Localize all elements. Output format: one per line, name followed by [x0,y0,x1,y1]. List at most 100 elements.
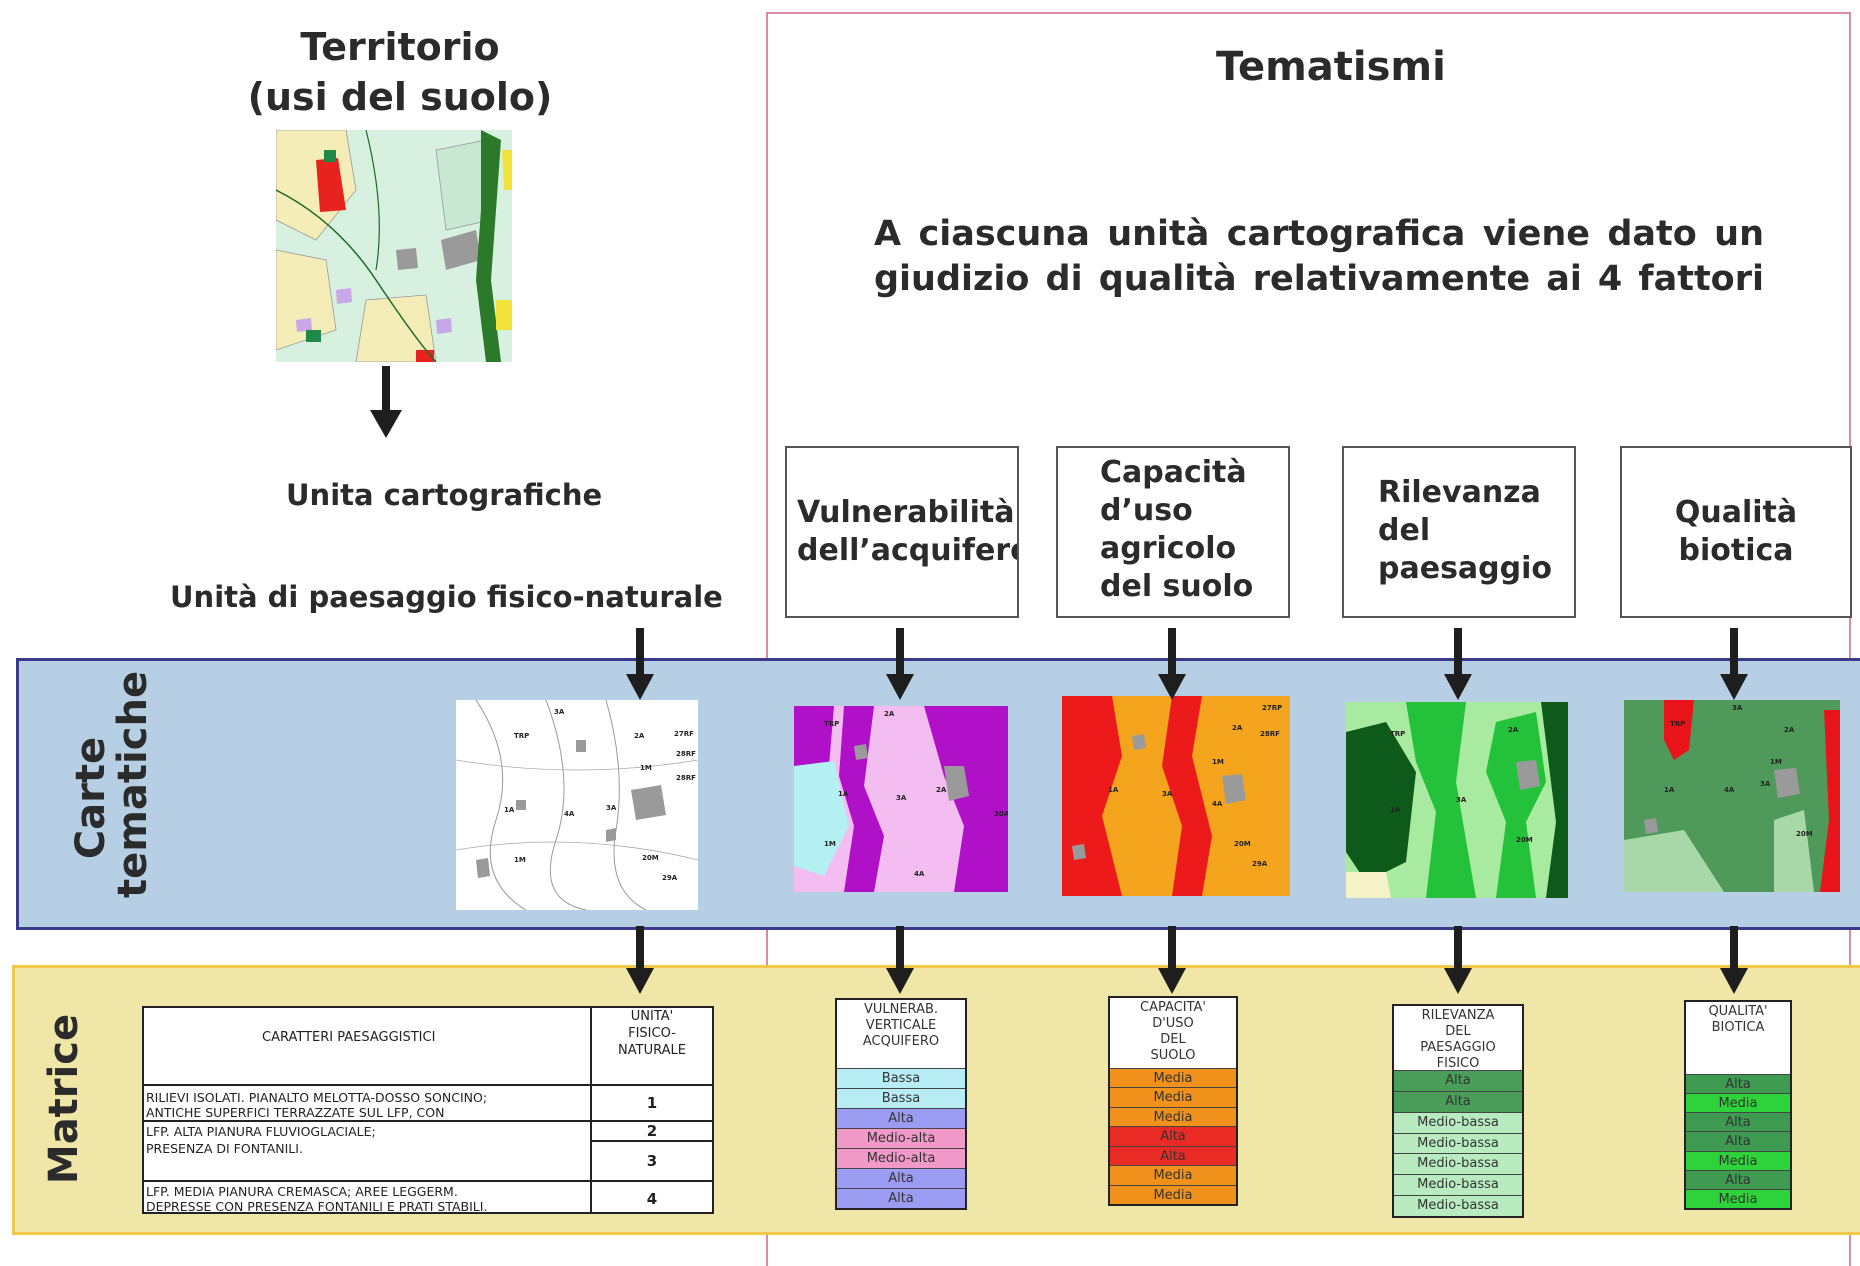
arrow-capacita-bottom [1158,926,1186,994]
factor-table-cell: Media [1686,1093,1790,1113]
main-table-col-divider [590,1008,592,1212]
factor-table-header-line: PAESAGGIO [1420,1040,1496,1055]
factor-capacita-box: Capacità d’uso agricolo del suolo [1056,446,1290,618]
factor-table-cell: Alta [1110,1126,1236,1146]
map-unit-label: 1A [1390,806,1401,814]
factor-table-header-line: BIOTICA [1711,1020,1765,1035]
factor-table-cell: Medio-alta [837,1148,965,1168]
map-unit-label: 3A [1456,796,1467,804]
map-unit-label: 30A [994,810,1008,818]
map-unit-label: 1M [1770,758,1782,766]
factor-table-cell: Alta [1394,1070,1522,1091]
factor-rilevanza-line1: Rilevanza [1378,475,1541,510]
factor-table-cell: Alta [1686,1112,1790,1132]
factor-rilevanza-line2: del [1378,513,1431,548]
main-table-num-1: 1 [646,1094,658,1112]
factor-table-header-line: FISICO [1436,1056,1480,1071]
main-table-header-unita-line3: NATURALE [618,1043,686,1058]
factor-table-cell: Medio-bassa [1394,1111,1522,1133]
map-unit-label: 2A [634,732,645,740]
arrow-qualita-top [1720,628,1748,700]
arrow-vulnerabilita-top [886,628,914,700]
tematismi-frame [766,12,1851,1266]
main-table-header-row-line [144,1084,712,1086]
arrow-unita-top [626,628,654,700]
factor-table-cell: Alta [1686,1074,1790,1094]
main-table-row-line-2 [592,1140,712,1142]
main-table-header-caratteri: CARATTERI PAESAGGISTICI [262,1030,436,1045]
factor-qualita-box: Qualità biotica [1620,446,1852,618]
arrow-rilevanza-top [1444,628,1472,700]
map-unit-label: 3A [1732,704,1743,712]
map-unit-label: 3A [1760,780,1771,788]
tematismi-description: A ciascuna unità cartografica viene dato… [874,212,1764,302]
factor-table-cell: Alta [837,1168,965,1188]
map-unit-label: 20M [1234,840,1251,848]
map-unit-label: 1A [504,806,515,814]
factor-table-header-line: DEL [1445,1024,1471,1039]
map-unit-label: 1M [514,856,526,864]
factor-table-cell: Media [1686,1150,1790,1170]
map-unit-label: TRP [514,732,529,740]
map-unit-label: 2A [1232,724,1243,732]
map-unit-label: 27RF [674,730,694,738]
main-table-row1-line1: RILIEVI ISOLATI. PIANALTO MELOTTA-DOSSO … [146,1090,488,1105]
map-unit-label: 4A [564,810,575,818]
factor-qualita-line2: biotica [1678,533,1794,568]
factor-vulnerabilita-box: Vulnerabilità dell’acquifero [785,446,1019,618]
factor-table-header-line: ACQUIFERO [862,1034,940,1049]
factor-table-cell: Alta [1686,1169,1790,1189]
map-unit-label: 4A [1212,800,1223,808]
map-unit-label: 2A [884,710,895,718]
arrow-vulnerabilita-bottom [886,926,914,994]
territorio-title: Territorio (usi del suolo) [240,22,560,122]
map-unit-label: 2A [1784,726,1795,734]
tematismi-description-line2: giudizio di qualità relativamente ai 4 f… [874,259,1764,299]
main-table-num-4: 4 [646,1190,658,1208]
map-unit-label: 28RF [676,774,696,782]
map-unit-label: 3A [554,708,565,716]
map-unit-label: 1M [824,840,836,848]
tematismi-description-line1: A ciascuna unità cartografica viene dato… [874,214,1764,254]
carte-tematiche-label-line2: tematiche [110,670,156,898]
main-table-header-unita-line2: FISICO- [628,1026,676,1041]
territorio-title-line1: Territorio [300,25,500,69]
factor-table-header: QUALITA'BIOTICA [1686,1002,1790,1036]
map-unit-label: 20M [1796,830,1813,838]
factor-table-header-line: RILEVANZA [1421,1008,1495,1023]
map-unit-label: 3A [606,804,617,812]
map-unit-label: 27RP [1262,704,1282,712]
map-unit-label: TRP [1670,720,1685,728]
factor-table-cell: Bassa [837,1068,965,1088]
unita-paesaggio-label: Unità di paesaggio fisico-naturale [170,580,723,614]
factor-rilevanza-line3: paesaggio [1378,551,1553,586]
map-unit-label: 1M [1212,758,1224,766]
map-unit-label: 1A [838,790,849,798]
main-table-row-line-3 [144,1180,712,1182]
map-unit-label: 2A [936,786,947,794]
factor-table-cell: Media [1110,1184,1236,1204]
factor-table-cell: Alta [1110,1145,1236,1166]
main-table-num-3: 3 [646,1152,658,1170]
factor-vulnerabilita-line2: dell’acquifero [797,533,1019,568]
map-unit-label: 29A [1252,860,1268,868]
map-unit-label: 4A [1724,786,1735,794]
factor-table-cell: Media [1110,1106,1236,1127]
map-unit-label: 28RF [676,750,696,758]
territorio-title-line2: (usi del suolo) [247,75,553,119]
factor-table-header-line: VERTICALE [865,1018,937,1033]
factor-capacita-line2: d’uso [1100,493,1193,528]
territorio-arrow [370,366,402,438]
factor-table-header-line: CAPACITA' [1140,1000,1206,1015]
map-unit-label: 3A [1162,790,1173,798]
map-unit-label: 2A [1508,726,1519,734]
